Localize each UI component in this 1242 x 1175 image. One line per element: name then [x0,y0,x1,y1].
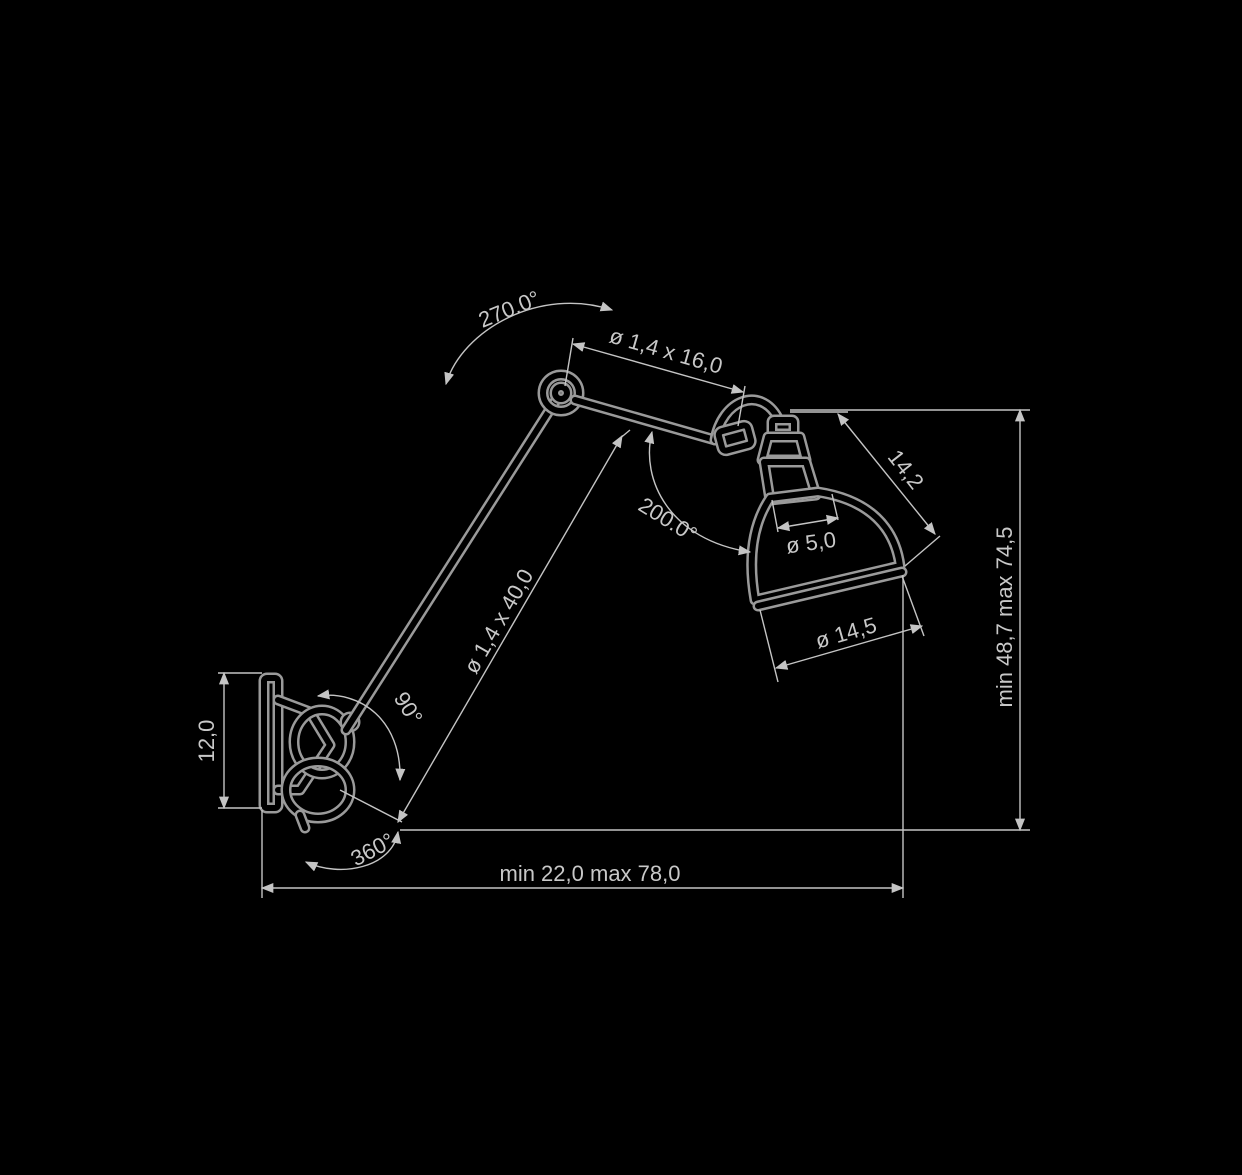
label-lower-arm: ø 1,4 x 40,0 [459,565,539,678]
arc-90 [316,689,406,782]
label-angle-rotation: 360° [347,828,399,871]
shade-diameter-extension-left [759,609,779,683]
label-angle-base: 90° [389,687,428,728]
arc-360 [304,830,402,872]
shade-depth-extension-bottom [904,535,941,567]
shade-depth-dimension [837,413,936,535]
label-base-height: 12,0 [194,720,219,763]
lower-arm-extension-bottom [339,789,403,823]
label-angle-shade: 200.0° [634,492,701,547]
wall-plate [258,672,284,814]
arc-200 [644,430,752,556]
label-socket-diameter: ø 5,0 [784,527,837,559]
upper-arm [569,394,721,446]
upper-arm-dimension [571,342,745,394]
label-max-height: min 48,7 max 74,5 [992,527,1017,708]
label-shade-depth: 14,2 [883,445,929,494]
lower-arm [340,394,562,736]
lower-arm-dimension [397,434,623,824]
shade-diameter-dimension [774,624,924,670]
socket-dimension [776,514,840,532]
upper-arm-extension-left [564,337,574,387]
elbow-joint [537,369,585,417]
lamp-illustration [258,369,908,834]
dimension-labels: 270.0° ø 1,4 x 16,0 14,2 min 48,7 max 74… [194,285,1017,886]
dimension-lines [218,301,1030,898]
label-angle-top: 270.0° [475,285,544,332]
label-reach: min 22,0 max 78,0 [500,861,681,886]
arc-270 [444,301,614,386]
